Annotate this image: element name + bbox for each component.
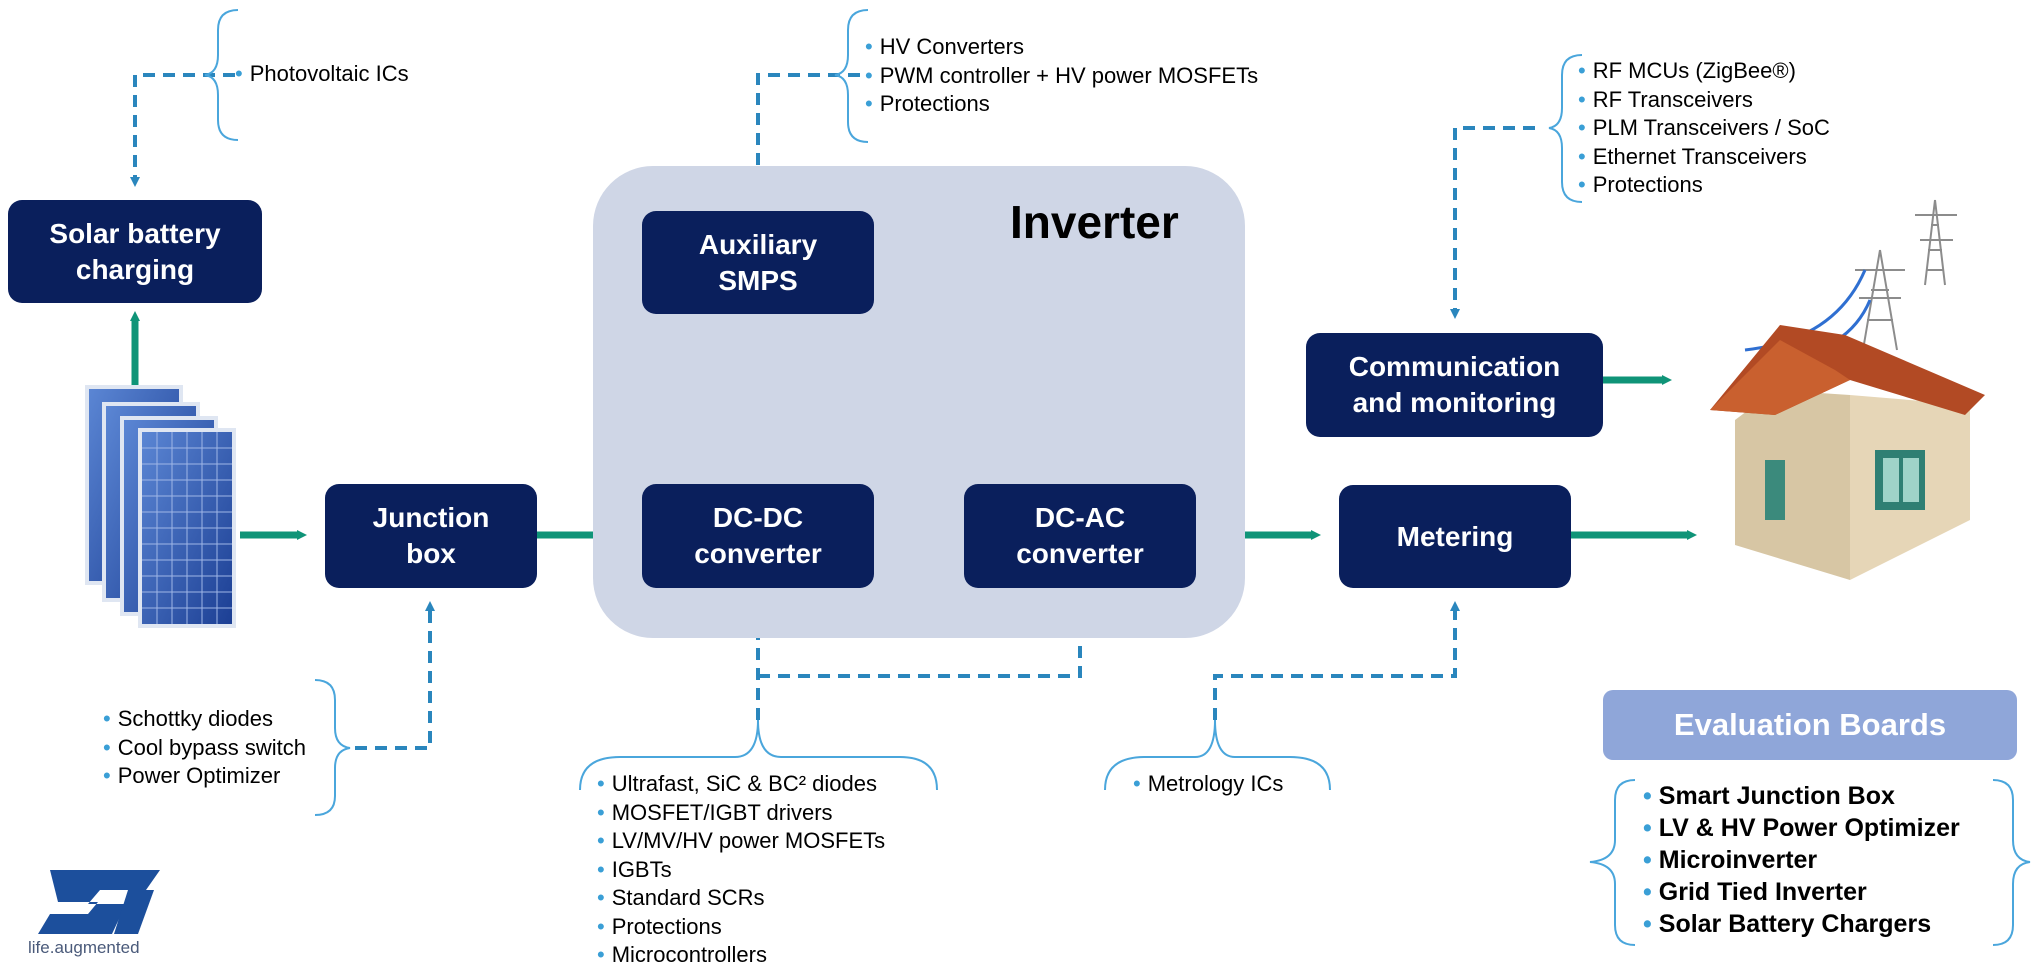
list-item: HV Converters — [865, 33, 1258, 62]
brace — [834, 9, 869, 143]
dashed-link — [753, 73, 860, 197]
photovoltaic-list: Photovoltaic ICs — [235, 60, 409, 89]
dc-dc-converter-block: DC-DC converter — [642, 484, 874, 588]
list-item: Solar Battery Chargers — [1643, 908, 1960, 940]
brace — [1548, 54, 1583, 203]
auxiliary-smps-block: Auxiliary SMPS — [642, 211, 874, 314]
list-item: Ultrafast, SiC & BC² diodes — [597, 770, 885, 799]
list-item: Photovoltaic ICs — [235, 60, 409, 89]
solar-panel-icon — [85, 385, 236, 628]
junction-box-block: Junction box — [325, 484, 537, 588]
list-item: Schottky diodes — [103, 705, 306, 734]
list-item: Microinverter — [1643, 844, 1960, 876]
list-item: RF MCUs (ZigBee®) — [1578, 57, 1830, 86]
list-item: Microcontrollers — [597, 941, 885, 967]
brace — [1589, 779, 1636, 946]
brace — [1104, 719, 1331, 791]
list-item: Power Optimizer — [103, 762, 306, 791]
dashed-link — [130, 73, 235, 187]
brace — [579, 719, 938, 791]
list-item: LV & HV Power Optimizer — [1643, 812, 1960, 844]
brace — [204, 9, 239, 141]
list-item: Smart Junction Box — [1643, 780, 1960, 812]
logo-tagline: life.augmented — [28, 938, 140, 957]
list-item: PLM Transceivers / SoC — [1578, 114, 1830, 143]
dashed-link — [1213, 601, 1460, 720]
list-item: Protections — [597, 913, 885, 942]
solar-battery-charging-block: Solar battery charging — [8, 200, 262, 303]
list-item: Protections — [865, 90, 1258, 119]
list-item: Cool bypass switch — [103, 734, 306, 763]
list-item: Metrology ICs — [1133, 770, 1284, 799]
list-item: MOSFET/IGBT drivers — [597, 799, 885, 828]
dashed-link — [355, 601, 435, 750]
list-item: IGBTs — [597, 856, 885, 885]
st-logo-icon — [38, 870, 160, 934]
list-item: LV/MV/HV power MOSFETs — [597, 827, 885, 856]
inverter-parts-list: Ultrafast, SiC & BC² diodes MOSFET/IGBT … — [597, 770, 885, 967]
brace — [1992, 779, 2031, 946]
dc-ac-converter-block: DC-AC converter — [964, 484, 1196, 588]
list-item: Protections — [1578, 171, 1830, 200]
list-item: Standard SCRs — [597, 884, 885, 913]
junction-list: Schottky diodes Cool bypass switch Power… — [103, 705, 306, 791]
list-item: Ethernet Transceivers — [1578, 143, 1830, 172]
metrology-list: Metrology ICs — [1133, 770, 1284, 799]
inverter-title: Inverter — [1010, 196, 1179, 248]
house-icon — [1710, 199, 1985, 580]
evaluation-boards-list: Smart Junction Box LV & HV Power Optimiz… — [1643, 780, 1960, 940]
list-item: RF Transceivers — [1578, 86, 1830, 115]
rf-list: RF MCUs (ZigBee®) RF Transceivers PLM Tr… — [1578, 57, 1830, 200]
metering-block: Metering — [1339, 485, 1571, 588]
dashed-link — [1450, 126, 1535, 319]
list-item: PWM controller + HV power MOSFETs — [865, 62, 1258, 91]
communication-monitoring-block: Communication and monitoring — [1306, 333, 1603, 437]
hv-converters-list: HV Converters PWM controller + HV power … — [865, 33, 1258, 119]
list-item: Grid Tied Inverter — [1643, 876, 1960, 908]
evaluation-boards-header: Evaluation Boards — [1603, 690, 2017, 760]
brace — [314, 679, 351, 816]
